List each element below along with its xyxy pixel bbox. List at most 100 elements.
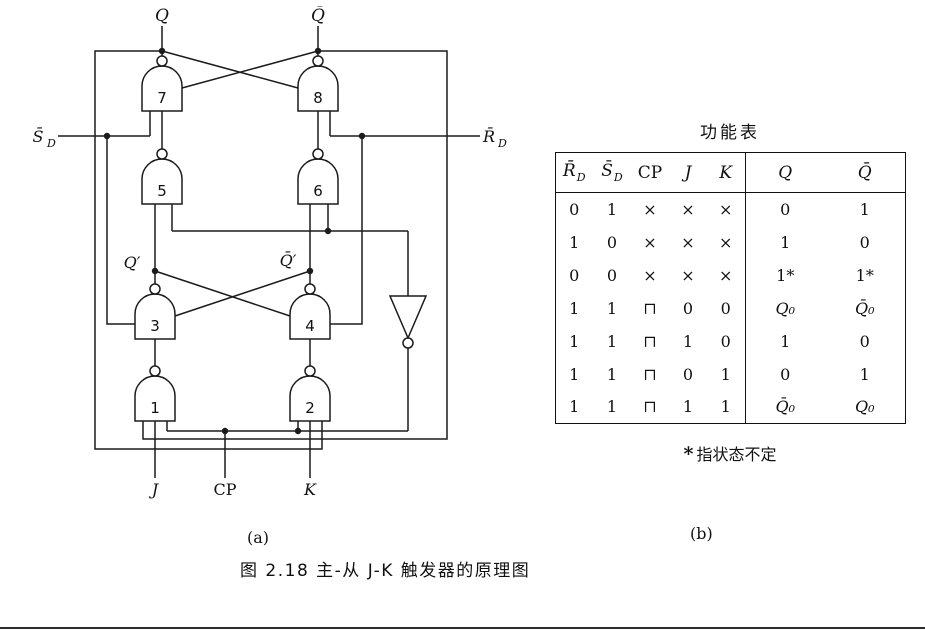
table-cell: 1 bbox=[707, 357, 746, 391]
qprime-label: Q′ bbox=[124, 253, 141, 272]
gate-8-number: 8 bbox=[313, 89, 323, 107]
table-cell: 0 bbox=[682, 298, 694, 318]
column-header-base: Q̄ bbox=[857, 162, 872, 183]
wire-cpbar-line bbox=[171, 204, 409, 296]
table-cell: 1 bbox=[780, 232, 791, 252]
j-input-label: J bbox=[149, 480, 160, 499]
sd-input-label: S̄ bbox=[33, 125, 44, 146]
gate-3-bubble bbox=[149, 283, 161, 295]
rd-input-subscript: D bbox=[497, 137, 507, 150]
table-cell: 1 bbox=[569, 364, 580, 384]
table-cell: 1 bbox=[859, 199, 870, 219]
table-cell: 1 bbox=[569, 298, 580, 318]
table-cell: × bbox=[643, 199, 657, 219]
table-cell: 1 bbox=[569, 397, 580, 417]
gate-6: 6 bbox=[297, 148, 339, 205]
junction-dot bbox=[294, 427, 302, 435]
gate-7: 7 bbox=[141, 55, 183, 112]
gate-5: 5 bbox=[141, 148, 183, 205]
table-cell: 1 bbox=[682, 397, 694, 417]
part-a-label: (a) bbox=[247, 528, 269, 547]
junction-dot bbox=[324, 227, 332, 235]
junction-dot bbox=[151, 267, 159, 275]
table-cell: 1* bbox=[776, 265, 795, 285]
circuit-labels: Q Q̄ S̄ D R̄ D Q′ Q̄′ J CP K (a) bbox=[33, 6, 507, 547]
qbarprime-label: Q̄′ bbox=[280, 249, 297, 270]
column-header-base: J bbox=[684, 162, 692, 183]
column-header: K bbox=[707, 152, 746, 193]
gate-7-bubble bbox=[156, 55, 168, 67]
column-header-base: K bbox=[719, 162, 733, 183]
function-table-title: 功能表 bbox=[700, 123, 760, 143]
table-cell: ⊓ bbox=[643, 331, 657, 351]
column-header-base: R̄ bbox=[562, 161, 576, 182]
gate-6-bubble bbox=[312, 148, 324, 160]
table-cell: Q̄₀ bbox=[775, 397, 796, 417]
gate-8-bubble bbox=[312, 55, 324, 67]
qbar-output-label: Q̄ bbox=[311, 6, 325, 26]
table-cell: 1 bbox=[682, 331, 694, 351]
table-cell: 0 bbox=[682, 364, 694, 384]
table-cell: × bbox=[707, 225, 746, 259]
table-cell: Q₀ bbox=[775, 298, 796, 318]
gate-1: 1 bbox=[134, 365, 176, 422]
table-footnote: *指状态不定 bbox=[551, 441, 909, 465]
gate-7-number: 7 bbox=[157, 89, 167, 107]
table-cell: 1 bbox=[569, 232, 580, 252]
gate-2: 2 bbox=[289, 365, 331, 422]
q-output-label: Q bbox=[155, 6, 169, 26]
column-header: Q bbox=[745, 153, 825, 193]
table-cell: 1 bbox=[606, 397, 618, 417]
table-cell: 0 bbox=[859, 232, 870, 252]
gate-3-number: 3 bbox=[150, 317, 160, 335]
inverter-bubble bbox=[402, 337, 414, 349]
cp-input-label: CP bbox=[213, 480, 236, 499]
column-header: S̄D bbox=[593, 153, 631, 193]
wire-rd-net bbox=[329, 111, 480, 325]
table-cell: ⊓ bbox=[643, 364, 657, 384]
table-cell: 1 bbox=[707, 390, 746, 424]
cp-inverter bbox=[388, 295, 428, 349]
junction-dot bbox=[221, 427, 229, 435]
table-cell: 0 bbox=[707, 291, 746, 325]
gate-4: 4 bbox=[289, 283, 331, 340]
k-input-label: K bbox=[303, 480, 317, 499]
column-header: J bbox=[669, 153, 707, 193]
wire-qprime-net bbox=[154, 204, 291, 317]
table-cell: 0 bbox=[569, 199, 580, 219]
table-cell: 1 bbox=[780, 331, 791, 351]
column-header-subscript: D bbox=[576, 170, 586, 184]
gate-3: 3 bbox=[134, 283, 176, 340]
table-cell: 0 bbox=[859, 331, 870, 351]
part-b-label: (b) bbox=[690, 524, 713, 543]
table-cell: 0 bbox=[707, 324, 746, 358]
gate-4-number: 4 bbox=[305, 317, 315, 335]
table-cell: 1 bbox=[859, 364, 870, 384]
table-cell: 1 bbox=[606, 199, 618, 219]
table-cell: 1 bbox=[606, 364, 618, 384]
circuit-wires bbox=[58, 26, 480, 478]
gate-4-bubble bbox=[304, 283, 316, 295]
table-cell: 1 bbox=[569, 331, 580, 351]
column-header: R̄D bbox=[555, 153, 593, 193]
junction-dot bbox=[306, 267, 314, 275]
column-header-base: CP bbox=[637, 162, 663, 183]
table-cell: ⊓ bbox=[643, 397, 657, 417]
table-cell: × bbox=[643, 265, 657, 285]
gate-1-bubble bbox=[149, 365, 161, 377]
gate-8: 8 bbox=[297, 55, 339, 112]
column-header-base: S̄ bbox=[601, 161, 613, 182]
table-cell: 1 bbox=[606, 298, 618, 318]
table-cell: 0 bbox=[606, 232, 618, 252]
junction-dot bbox=[314, 47, 322, 55]
